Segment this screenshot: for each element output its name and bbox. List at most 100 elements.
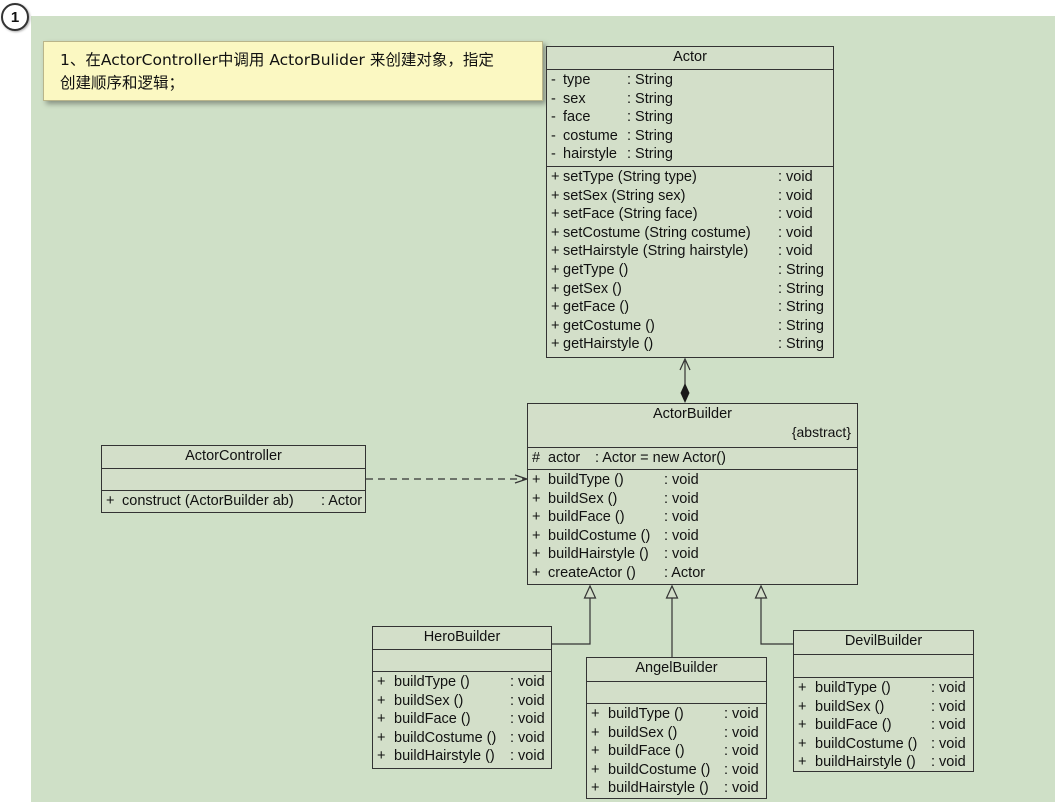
member-name: getSex () bbox=[563, 280, 622, 297]
member-row: -sex: String bbox=[547, 90, 833, 109]
generalization-triangle bbox=[754, 584, 768, 599]
class-hero-builder: HeroBuilder + buildType () : void + buildSex … bbox=[372, 626, 552, 769]
visibility-marker: + bbox=[591, 780, 600, 797]
member-row: +getCostume (): String bbox=[547, 317, 833, 336]
attributes-section bbox=[373, 650, 551, 672]
visibility-marker: + bbox=[551, 261, 560, 278]
class-header: ActorController bbox=[102, 446, 365, 469]
member-type: : void bbox=[724, 780, 759, 797]
member-row: -hairstyle: String bbox=[547, 145, 833, 164]
visibility-marker: + bbox=[551, 169, 560, 185]
member-row: +buildCostume (): void bbox=[373, 729, 551, 748]
operations-section: +buildType (): void+buildSex (): void+bu… bbox=[528, 470, 857, 583]
attributes-section: -type: String-sex: String-face: String-c… bbox=[547, 70, 833, 167]
member-row: +getSex (): String bbox=[547, 280, 833, 299]
note-line-1: 1、在ActorController中调用 ActorBulider 来创建对象… bbox=[60, 51, 494, 69]
member-type: : void bbox=[778, 243, 813, 260]
dependency-link bbox=[366, 474, 529, 484]
generalization-link-hero bbox=[552, 584, 597, 645]
member-type: : void bbox=[510, 748, 545, 765]
operations-section: +setType (String type): void+setSex (Str… bbox=[547, 167, 833, 354]
member-name: setSex (String sex) bbox=[563, 187, 686, 204]
member-row: +buildHairstyle (): void bbox=[794, 753, 973, 772]
member-name: setHairstyle (String hairstyle) bbox=[563, 243, 749, 260]
member-type: : void bbox=[778, 224, 813, 241]
member-name: buildSex () bbox=[815, 698, 885, 715]
visibility-marker: + bbox=[532, 490, 541, 507]
member-name: getFace () bbox=[563, 299, 630, 316]
member-name: buildCostume () bbox=[608, 761, 711, 778]
member-type: : void bbox=[931, 698, 966, 715]
visibility-marker: - bbox=[551, 90, 556, 107]
visibility-marker: + bbox=[377, 674, 386, 690]
visibility-marker: + bbox=[798, 735, 807, 752]
operations-section: +buildType (): void+buildSex (): void+bu… bbox=[373, 672, 551, 766]
attributes-section bbox=[102, 469, 365, 491]
generalization-triangle bbox=[583, 584, 597, 599]
class-name: Actor bbox=[673, 49, 707, 65]
member-name: setCostume (String costume) bbox=[563, 224, 751, 241]
member-row: + buildType () : void bbox=[373, 673, 551, 692]
member-name: buildSex () bbox=[548, 490, 618, 507]
member-type: : void bbox=[931, 735, 966, 752]
class-actor-controller: ActorController +construct (ActorBuilder … bbox=[101, 445, 366, 513]
member-name: face bbox=[563, 109, 591, 126]
member-type: : Actor bbox=[664, 564, 706, 581]
visibility-marker: + bbox=[532, 527, 541, 544]
member-type: : void bbox=[724, 743, 759, 760]
member-name: buildSex () bbox=[394, 692, 464, 709]
class-name: HeroBuilder bbox=[423, 629, 501, 645]
member-type: : void bbox=[931, 680, 966, 696]
member-row: +setFace (String face): void bbox=[547, 205, 833, 224]
navigability-arrowhead bbox=[679, 357, 691, 371]
member-name: buildCostume () bbox=[394, 729, 497, 746]
member-name: hairstyle bbox=[563, 146, 617, 163]
member-type: : String bbox=[627, 72, 673, 88]
class-header: DevilBuilder bbox=[794, 631, 973, 655]
member-name: type bbox=[563, 72, 591, 88]
visibility-marker: + bbox=[551, 243, 560, 260]
member-type: : void bbox=[931, 717, 966, 734]
member-row: +buildType (): void bbox=[587, 705, 766, 724]
member-row: +getType (): String bbox=[547, 261, 833, 280]
visibility-marker: - bbox=[551, 127, 556, 144]
class-header: HeroBuilder bbox=[373, 627, 551, 650]
member-type: : void bbox=[664, 490, 699, 507]
step-number-badge: 1 bbox=[1, 3, 29, 31]
visibility-marker: + bbox=[551, 299, 560, 316]
member-type: : String bbox=[627, 146, 673, 163]
visibility-marker: + bbox=[532, 564, 541, 581]
member-row: -costume: String bbox=[547, 127, 833, 146]
member-row: +buildFace (): void bbox=[794, 716, 973, 735]
member-row: +setSex (String sex): void bbox=[547, 187, 833, 206]
attributes-section: #actor: Actor = new Actor() bbox=[528, 448, 857, 470]
member-type: : void bbox=[778, 206, 813, 223]
member-type: : void bbox=[664, 472, 699, 488]
visibility-marker: # bbox=[532, 450, 541, 466]
visibility-marker: + bbox=[551, 280, 560, 297]
class-header: AngelBuilder bbox=[587, 658, 766, 682]
operations-section: +construct (ActorBuilder ab): Actor bbox=[102, 491, 365, 511]
member-name: buildType () bbox=[394, 674, 470, 690]
generalization-triangle bbox=[665, 584, 679, 599]
member-row: +buildFace (): void bbox=[587, 742, 766, 761]
class-header: Actor bbox=[547, 47, 833, 70]
member-row: +createActor (): Actor bbox=[528, 564, 857, 583]
annotation-note: 1、在ActorController中调用 ActorBulider 来创建对象… bbox=[43, 41, 543, 101]
composition-link bbox=[679, 357, 691, 403]
member-type: : void bbox=[510, 729, 545, 746]
member-type: : void bbox=[510, 674, 545, 690]
note-line-2: 创建顺序和逻辑； bbox=[60, 74, 185, 92]
member-type: : void bbox=[778, 169, 813, 185]
member-row: +buildFace (): void bbox=[528, 508, 857, 527]
visibility-marker: + bbox=[551, 206, 560, 223]
member-row: +buildSex (): void bbox=[587, 724, 766, 743]
member-row: +getFace (): String bbox=[547, 298, 833, 317]
visibility-marker: + bbox=[591, 761, 600, 778]
visibility-marker: + bbox=[798, 717, 807, 734]
visibility-marker: + bbox=[551, 224, 560, 241]
visibility-marker: + bbox=[377, 692, 386, 709]
visibility-marker: + bbox=[798, 698, 807, 715]
composition-diamond bbox=[680, 383, 690, 403]
